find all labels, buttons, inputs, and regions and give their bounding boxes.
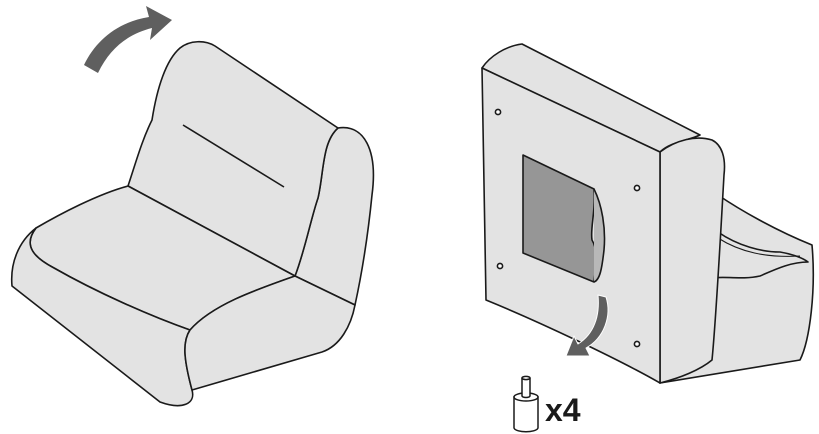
screw-hole — [633, 184, 641, 192]
quantity-label: x4 — [545, 392, 581, 428]
chair-seat-flipped — [481, 43, 815, 384]
pull-arrow-icon — [565, 294, 609, 357]
screw-hole — [633, 340, 641, 348]
screw-hole — [494, 108, 502, 116]
rotate-arrow-icon — [84, 6, 172, 73]
seat-cushion-curve — [713, 231, 809, 279]
backrest-front-face — [127, 40, 339, 277]
screw-hole — [496, 262, 504, 270]
chair-seat-upright — [10, 6, 375, 407]
foot-peg-icon — [513, 375, 539, 433]
box-side-face — [659, 137, 726, 384]
seat-side-face — [184, 275, 356, 391]
backrest-seam-line — [182, 124, 285, 188]
